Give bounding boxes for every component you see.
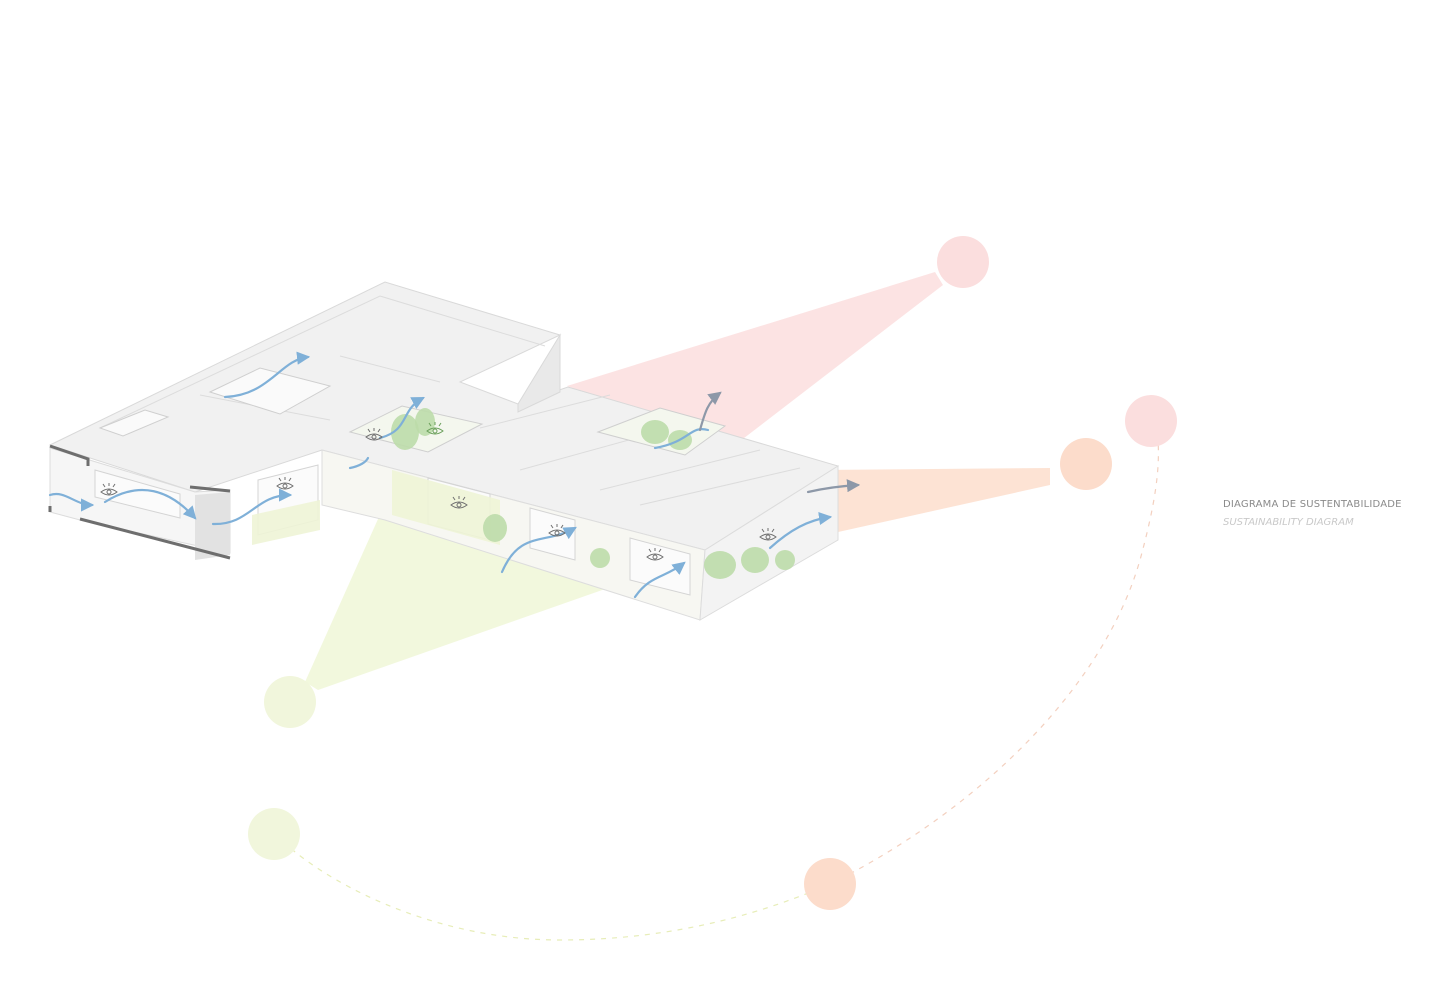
sun-circle-green-low (248, 808, 300, 860)
tree-icon (415, 408, 435, 436)
tree-icon (775, 550, 795, 570)
eye-icon (450, 496, 468, 509)
view-icons (100, 422, 777, 561)
wind-flows (48, 351, 861, 599)
eye-icon (646, 548, 664, 561)
skylight-small (98, 409, 170, 437)
sun-circle-orange (1060, 438, 1112, 490)
wind-arrow-icon (698, 391, 722, 432)
sun-path-dash-lower (274, 833, 831, 941)
slab-edge-lower (79, 517, 231, 560)
tree-icon (741, 547, 769, 573)
sun-circle-green-mid (264, 676, 316, 728)
eye-icon (426, 422, 444, 435)
right-wing-front (699, 465, 839, 621)
wind-arrow-icon (348, 456, 370, 470)
wind-arrow-icon (806, 479, 861, 494)
eye-icon (759, 528, 777, 541)
diagram-subtitle: SUSTAINABILITY DIAGRAM (1223, 517, 1354, 528)
wind-arrow-icon (211, 488, 293, 526)
eye-icon (548, 524, 566, 537)
tall-block-side (517, 333, 561, 413)
tree-icon (391, 414, 419, 450)
wind-arrow-icon (48, 492, 95, 512)
eye-icon (365, 428, 383, 441)
skylight-left (208, 367, 332, 415)
sun-ray-red (567, 272, 943, 445)
eye-icon (100, 483, 118, 496)
slab-edge-upper-right (189, 485, 231, 493)
tree-icon (641, 420, 669, 444)
wind-arrow-icon (653, 428, 710, 450)
eye-icon (276, 477, 294, 490)
diagram-title: DIAGRAMA DE SUSTENTABILIDADE (1223, 499, 1402, 510)
wind-arrow-icon (500, 526, 577, 574)
sun-circle-orange-low (804, 858, 856, 910)
tree-icon (590, 548, 610, 568)
sun-circle-red-top (937, 236, 989, 288)
sun-positions (248, 236, 1177, 910)
sun-circle-red-right (1125, 395, 1177, 447)
interior-green-tint (252, 470, 500, 545)
wind-arrow-icon (633, 561, 686, 599)
wind-arrow-icon (223, 351, 311, 399)
tree-icon (704, 551, 736, 579)
slab-edge-upper (49, 444, 90, 466)
sun-path (274, 439, 1160, 941)
tree-icon (483, 514, 507, 542)
wind-arrow-icon (103, 488, 197, 520)
left-wing-cut (195, 492, 230, 560)
diagram-title-block: DIAGRAMA DE SUSTENTABILIDADE SUSTAINABIL… (1223, 498, 1402, 530)
sun-path-dash-right (829, 439, 1160, 885)
wind-arrow-icon (378, 396, 425, 440)
sun-ray-green (305, 470, 625, 690)
wind-arrow-icon (768, 511, 833, 550)
